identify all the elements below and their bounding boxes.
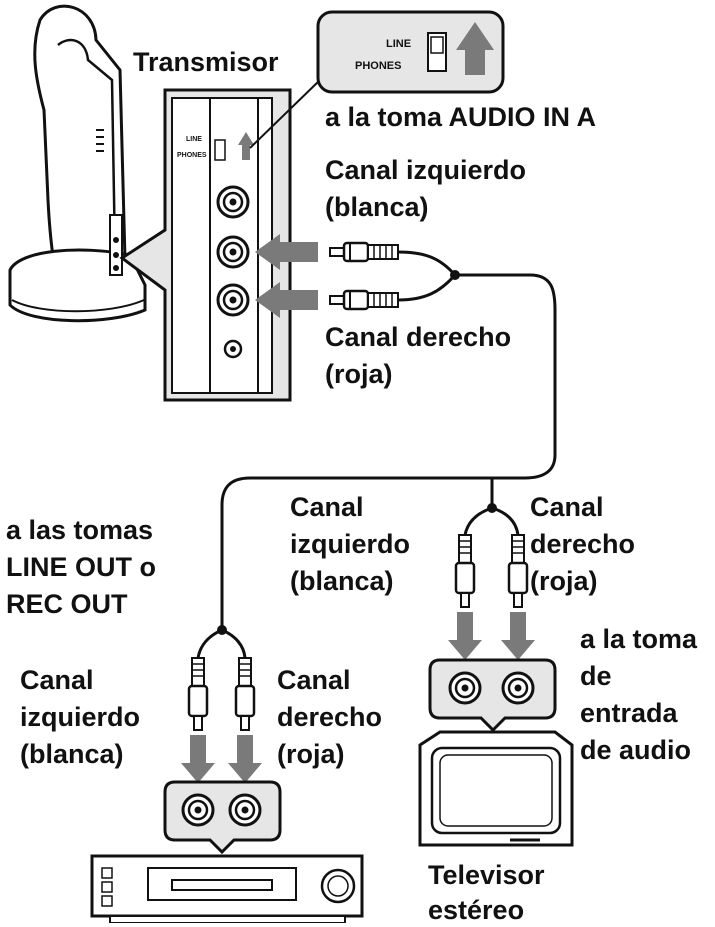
panel-line-label: LINE [186,136,202,143]
tv-right-channel-line2: derecho [530,529,636,559]
tv-target-line3: entrada [580,698,678,728]
vcr-right-channel-line1: Canal [277,665,351,695]
tv-left-channel-line1: Canal [290,492,364,522]
transmitter-left-channel-line2: (blanca) [325,192,429,222]
vcr-left-channel-line3: (blanca) [20,739,124,769]
arrows-to-devices [181,612,535,783]
tv-left-channel-line2: izquierdo [290,529,410,559]
transmitter-right-channel-line2: (roja) [325,359,393,389]
television [418,730,574,847]
tv-target-line2: de [580,661,612,691]
target-jack-label: a la toma AUDIO IN A [325,102,597,132]
tv-device-line1: Televisor [428,860,545,890]
vcr-right-channel-line2: derecho [277,702,383,732]
tv-target-line4: de audio [580,735,692,765]
vcr-right-channel-line3: (roja) [277,739,345,769]
switch-phones-label: PHONES [355,60,402,72]
vcr-target-line1: a las tomas [6,515,154,545]
transmitter-right-channel-line1: Canal derecho [325,322,512,352]
switch-detail [316,10,505,94]
tv-target-line1: a la toma [580,624,698,654]
transmitter-title: Transmisor [133,47,279,77]
panel-phones-label: PHONES [177,152,207,159]
vcr-left-channel-line1: Canal [20,665,94,695]
switch-line-label: LINE [386,38,412,50]
vcr-left-channel-line2: izquierdo [20,702,140,732]
arrows-to-transmitter [255,234,318,318]
vcr-target-line2: LINE OUT o [6,552,156,582]
vcr-jack-panel [163,780,282,855]
transmitter-panel [119,79,321,402]
tv-left-channel-line3: (blanca) [290,566,394,596]
vcr [90,854,364,923]
tv-device-line2: estéreo [428,895,525,925]
transmitter-tower [8,4,147,323]
tv-right-channel-line3: (roja) [530,566,598,596]
tv-jack-panel [428,658,557,733]
tv-right-channel-line1: Canal [530,492,604,522]
vcr-target-line3: REC OUT [6,589,128,619]
transmitter-left-channel-line1: Canal izquierdo [325,155,527,185]
